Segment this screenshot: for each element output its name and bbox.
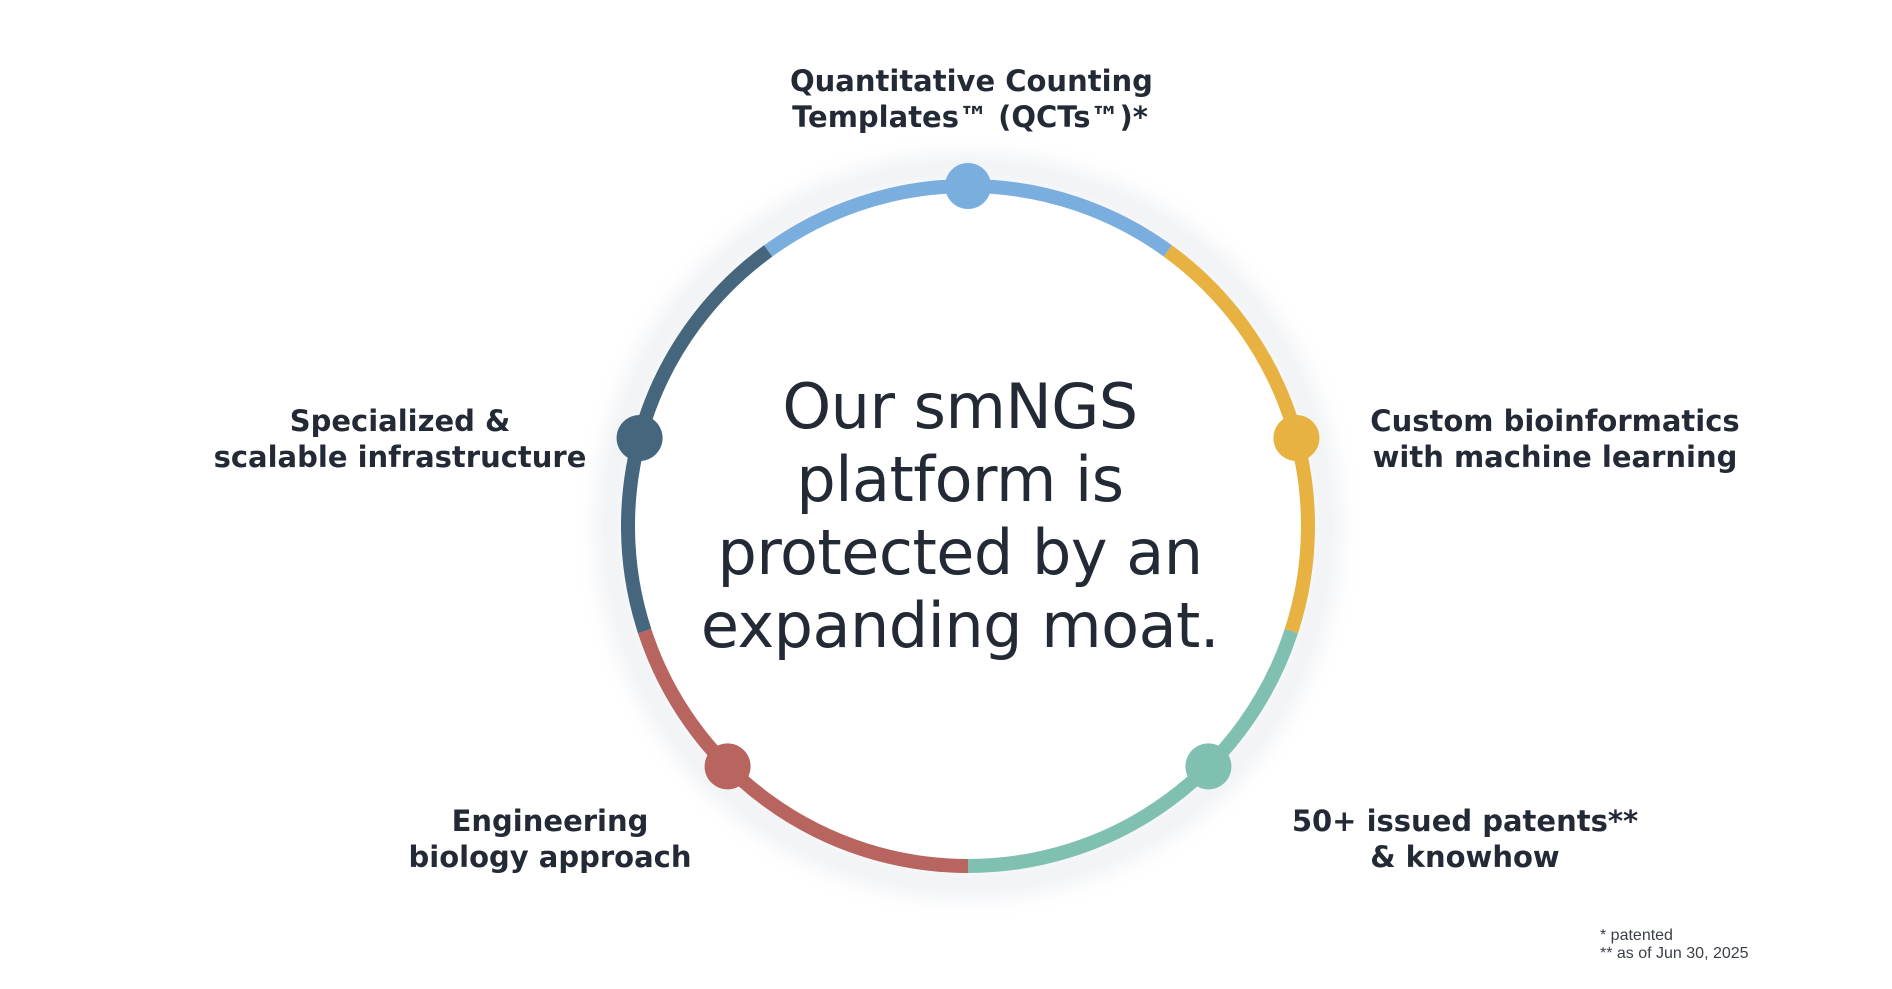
ring-inner-fill	[628, 186, 1308, 866]
label-bioinformatics-line-1: Custom bioinformatics	[1370, 404, 1740, 438]
node-dot-engineering-biology	[704, 743, 751, 790]
label-patents-line-1: 50+ issued patents**	[1291, 804, 1639, 838]
center-line-2: platform is	[796, 443, 1124, 516]
label-infrastructure-line-2: scalable infrastructure	[213, 440, 587, 474]
label-engineering-biology: Engineering biology approach	[400, 803, 700, 875]
footnotes: * patented ** as of Jun 30, 2025	[1600, 927, 1749, 963]
node-dot-infrastructure	[616, 415, 663, 462]
label-qct-line-2: Templates™ (QCTs™)*	[792, 100, 1148, 134]
label-patents: 50+ issued patents** & knowhow	[1290, 803, 1640, 875]
label-bioinformatics-line-2: with machine learning	[1372, 440, 1738, 474]
center-line-1: Our smNGS	[782, 370, 1138, 443]
label-patents-line-2: & knowhow	[1370, 840, 1560, 874]
label-infrastructure: Specialized & scalable infrastructure	[210, 403, 590, 475]
ring-arc-patents	[967, 628, 1299, 873]
footnote-patented: * patented	[1600, 927, 1673, 944]
label-bioinformatics: Custom bioinformatics with machine learn…	[1365, 403, 1745, 475]
node-dot-bioinformatics	[1273, 415, 1320, 462]
center-line-4: expanding moat.	[700, 589, 1220, 662]
label-engineering-biology-line-2: biology approach	[408, 840, 692, 874]
center-line-3: protected by an	[717, 516, 1203, 589]
center-statement: Our smNGS platform is protected by an ex…	[640, 370, 1280, 662]
node-dot-patents	[1185, 743, 1232, 790]
label-qct: Quantitative Counting Templates™ (QCTs™)…	[790, 63, 1153, 135]
footnote-date: ** as of Jun 30, 2025	[1600, 945, 1749, 962]
label-infrastructure-line-1: Specialized &	[289, 404, 511, 438]
node-dot-qct	[945, 163, 991, 209]
label-engineering-biology-line-1: Engineering	[451, 804, 649, 838]
ring-arc-engineering-biology	[637, 628, 969, 873]
label-qct-line-1: Quantitative Counting	[790, 64, 1153, 98]
